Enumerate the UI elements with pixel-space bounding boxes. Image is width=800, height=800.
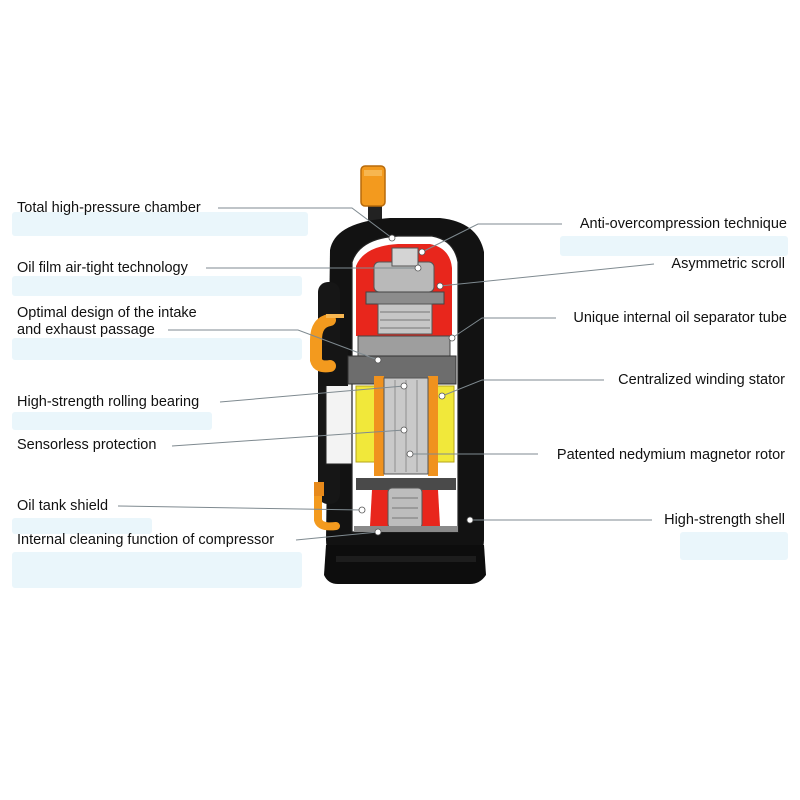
label-halo xyxy=(12,276,302,296)
label-halo xyxy=(12,212,308,236)
label-halo xyxy=(560,236,788,256)
label-asymmetric-scroll: Asymmetric scroll xyxy=(671,256,785,272)
leader-lines xyxy=(117,207,655,541)
label-halo xyxy=(12,518,152,534)
label-total-high-pressure-chamber: Total high-pressure chamber xyxy=(17,200,201,216)
label-sensorless-protection: Sensorless protection xyxy=(17,437,157,453)
label-anti-overcompression-technique: Anti-overcompression technique xyxy=(579,216,787,232)
oil-pipe xyxy=(314,482,340,531)
label-optimal-design-line1: Optimal design of the intake xyxy=(17,305,197,321)
label-optimal-design-line2: and exhaust passage xyxy=(17,322,155,338)
label-centralized-winding-stator: Centralized winding stator xyxy=(618,372,785,388)
label-unique-internal-oil-separator-tube: Unique internal oil separator tube xyxy=(573,310,787,326)
label-halo xyxy=(12,552,302,588)
leader-dots xyxy=(358,234,474,536)
label-high-strength-rolling-bearing: High-strength rolling bearing xyxy=(17,394,200,410)
cutaway-interior xyxy=(347,235,459,533)
label-internal-cleaning-function: Internal cleaning function of compressor xyxy=(17,532,275,548)
label-patented-nedymium-magnetor-rotor: Patented nedymium magnetor rotor xyxy=(556,447,785,463)
label-oil-film-air-tight-technology: Oil film air-tight technology xyxy=(17,260,188,276)
suction-pipe xyxy=(310,314,344,373)
label-high-strength-shell: High-strength shell xyxy=(664,512,785,528)
label-halo xyxy=(12,338,302,360)
label-halo xyxy=(12,412,212,430)
label-oil-tank-shield: Oil tank shield xyxy=(17,498,109,514)
label-halo xyxy=(680,532,788,560)
discharge-pipe xyxy=(360,165,386,228)
